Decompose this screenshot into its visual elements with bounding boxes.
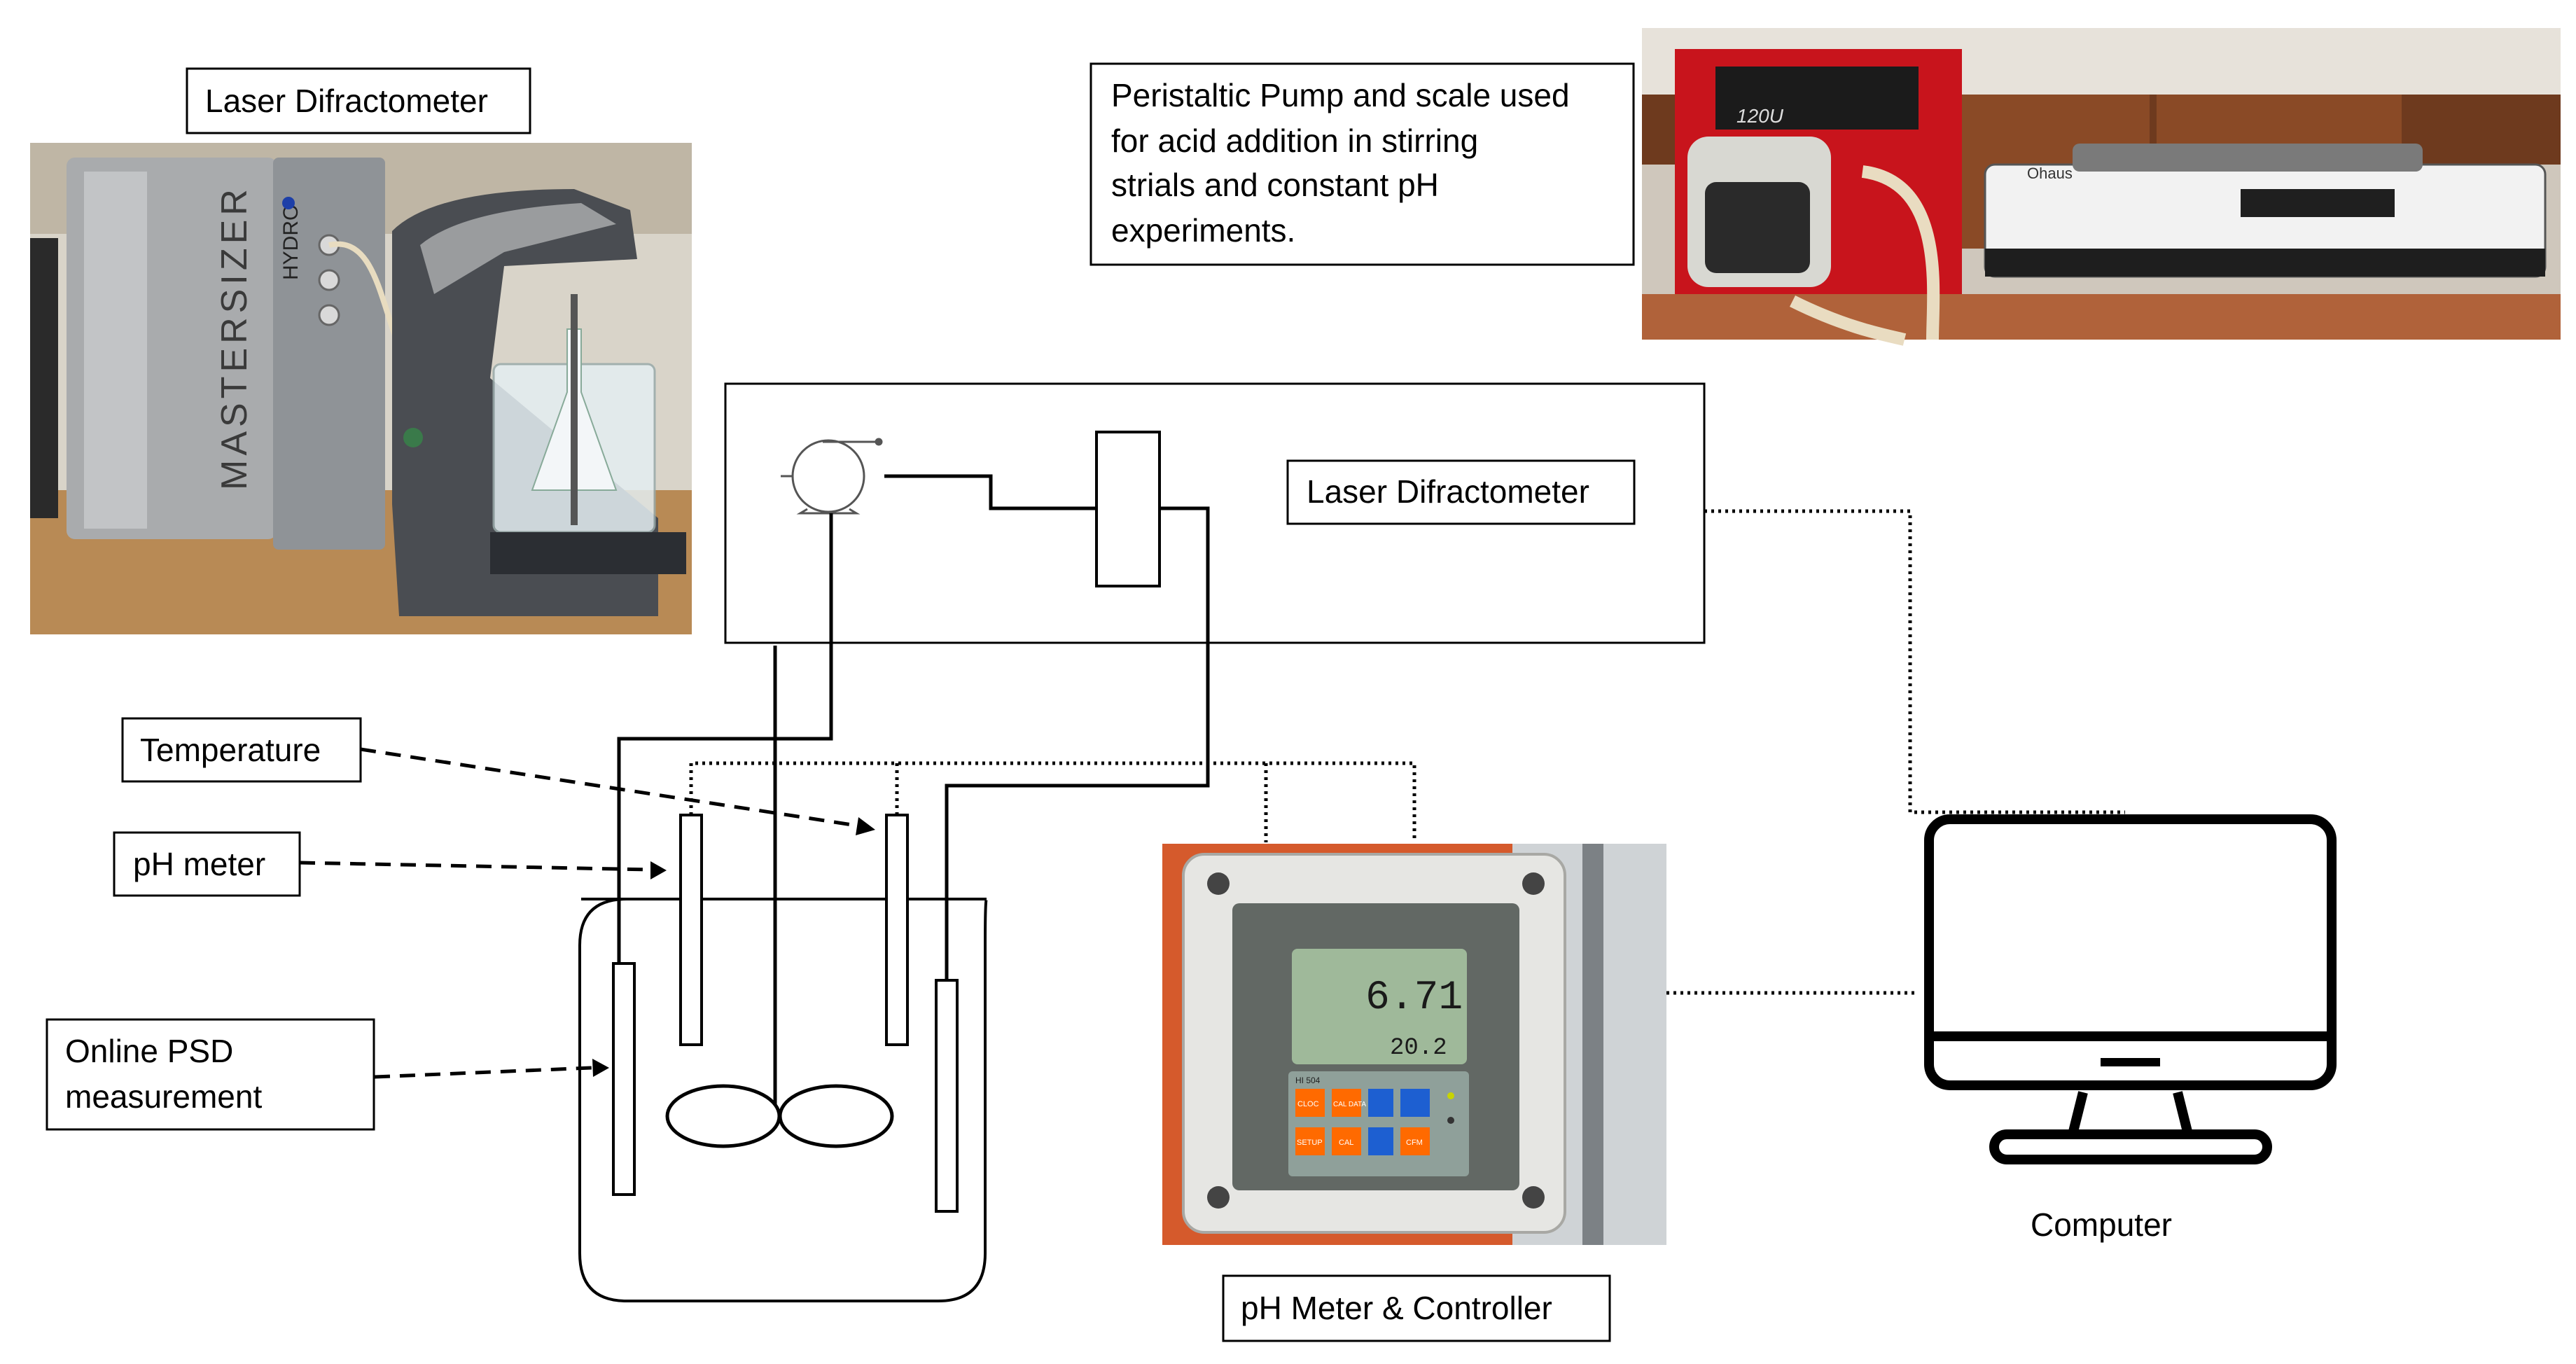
btn-cal: CAL [1339,1139,1353,1147]
meter-model-text: HI 504 [1295,1076,1321,1085]
tubing-lines [617,474,1210,1096]
ph-probe [679,814,703,1046]
online-psd-label-box [46,1018,375,1131]
pump-description-line-2: for acid addition in stirring [1111,123,1478,159]
pump-description-line-1: Peristaltic Pump and scale used [1111,77,1570,113]
pointer-arrows [299,747,862,1079]
stirrer-blade-right [778,1084,894,1148]
ph-controller-label-box [1222,1274,1611,1342]
pump-display-text: 120U [1736,105,1784,127]
pump-description-line-4: experiments. [1111,212,1295,249]
btn-setup: SETUP [1297,1139,1323,1147]
laser-photo-label: Laser Difractometer [205,83,488,119]
btn-cal-data: CAL DATA [1333,1101,1366,1108]
pump-symbol [781,438,883,515]
computer-icon [1924,814,2337,1164]
pump-description-box [1089,62,1635,266]
ph-meter-label: pH meter [133,846,265,882]
system-laser-label: Laser Difractometer [1307,473,1589,510]
btn-cfm: CFM [1406,1139,1423,1147]
pump-scale-photo: 120U Ohaus [1642,28,2561,346]
measurement-cell [1095,431,1161,587]
computer-label: Computer [2031,1206,2172,1243]
temperature-label-box [121,717,362,783]
mastersizer-text: MASTERSIZER [214,185,255,490]
system-laser-label-box [1286,459,1636,525]
return-probe [935,979,959,1213]
arrow-heads [592,817,875,1077]
laser-photo-label-box [186,67,531,134]
ph-controller-label: pH Meter & Controller [1241,1290,1552,1326]
hydro-text: HYDRO [279,204,302,280]
temp-reading-text: 20.2 [1390,1035,1447,1062]
pump-description-line-3: strials and constant pH [1111,167,1439,203]
ph-controller-photo: 6.71 20.2 HI 504 CLOC CAL DATA SETUP CAL… [1162,844,1666,1245]
online-psd-label-line-1: Online PSD [65,1033,233,1069]
signal-lines [689,509,2125,995]
online-psd-label-line-2: measurement [65,1078,262,1115]
btn-cloc: CLOC [1297,1100,1319,1108]
mastersizer-photo: MASTERSIZER HYDRO [30,143,692,634]
scale-brand-text: Ohaus [2027,165,2073,182]
temperature-label: Temperature [140,732,321,768]
reactor-vessel [578,898,988,1302]
psd-probe [612,962,636,1196]
stirrer-blade-left [665,1084,781,1148]
temperature-probe [885,814,909,1046]
ph-meter-label-box [113,831,301,897]
ph-reading-text: 6.71 [1365,975,1463,1021]
